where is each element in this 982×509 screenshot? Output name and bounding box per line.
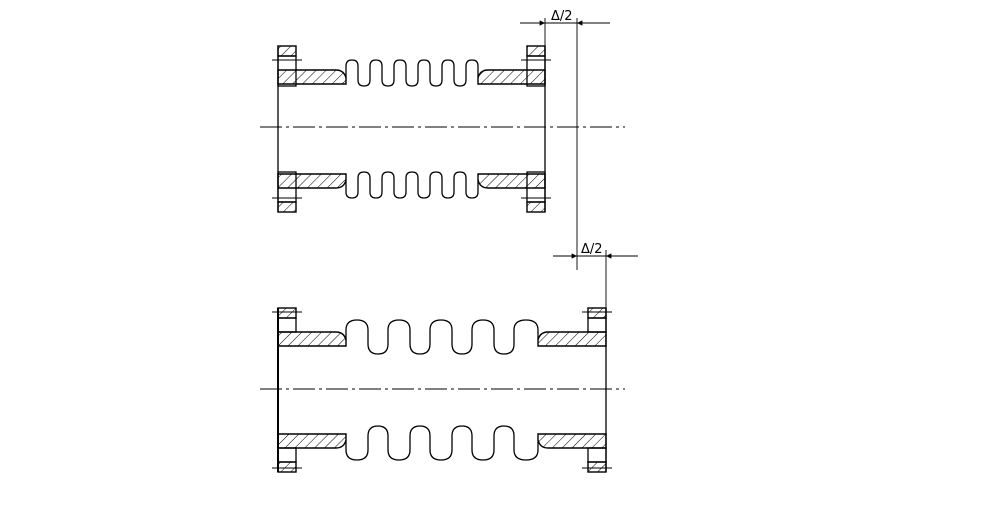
lower-convolutions-top [345, 171, 479, 199]
compressed-bellows: Δ/2 [260, 9, 625, 270]
bottom-dimension: Δ/2 [553, 242, 638, 308]
extended-bellows: Δ/2 [260, 242, 638, 473]
upper-convolutions-top [345, 59, 479, 87]
lower-convolutions-bottom [345, 425, 539, 461]
upper-convolutions-bottom [345, 319, 539, 355]
top-dimension-label: Δ/2 [551, 9, 573, 24]
bottom-dimension-label: Δ/2 [581, 242, 603, 257]
top-dimension: Δ/2 [520, 9, 610, 270]
